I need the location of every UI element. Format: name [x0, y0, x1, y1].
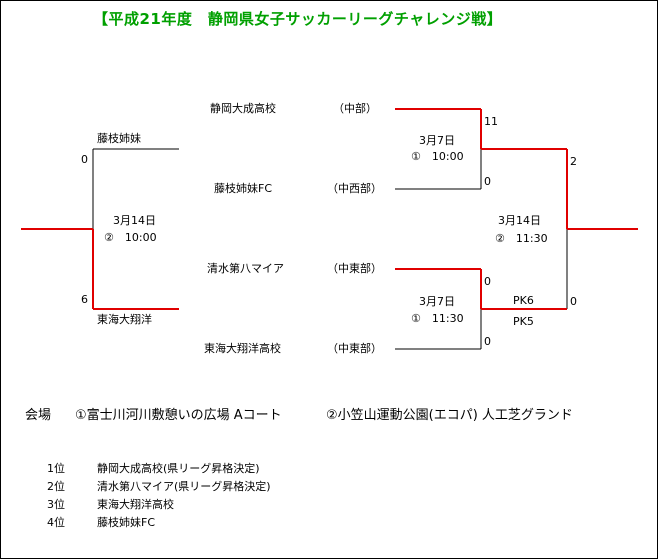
left-top-score: 0	[81, 153, 88, 166]
venue-label: 会場	[25, 408, 52, 423]
semi1-score-bottom: 0	[484, 175, 491, 188]
semi2-pk-top: PK6	[513, 294, 534, 307]
left-top-team: 藤枝姉妹	[97, 132, 141, 145]
left-match-date: 3月14日	[113, 214, 156, 227]
semi1-date: 3月7日	[419, 134, 455, 147]
semi1-score-top: 11	[484, 115, 498, 128]
rank-4-team: 藤枝姉妹FC	[97, 516, 156, 529]
team-region-fujieda-fc: （中西部）	[327, 182, 382, 195]
semi2-score-bottom: 0	[484, 335, 491, 348]
rank-1-label: 1位	[47, 462, 65, 475]
rank-1-team: 静岡大成高校(県リーグ昇格決定)	[97, 462, 260, 475]
page-title: 【平成21年度 静岡県女子サッカーリーグチャレンジ戦】	[93, 10, 503, 28]
team-region-shizuoka-seika: （中部）	[333, 102, 377, 115]
venue-2: ②小笠山運動公園(エコパ) 人工芝グランド	[326, 408, 573, 423]
team-name-fujieda-fc: 藤枝姉妹FC	[214, 182, 273, 195]
rank-2-label: 2位	[47, 480, 65, 493]
left-match-time: ② 10:00	[104, 231, 157, 244]
rank-3-label: 3位	[47, 498, 65, 511]
semi2-date: 3月7日	[419, 295, 455, 308]
semi2-score-top: 0	[484, 275, 491, 288]
team-region-tokai-shoyo: （中東部）	[327, 342, 382, 355]
semi2-time: ① 11:30	[411, 312, 464, 325]
team-name-shizuoka-seika: 静岡大成高校	[210, 102, 276, 115]
semi1-time: ① 10:00	[411, 150, 464, 163]
rank-4-label: 4位	[47, 516, 65, 529]
team-name-tokai-shoyo: 東海大翔洋高校	[204, 342, 281, 355]
rank-2-team: 清水第八マイア(県リーグ昇格決定)	[97, 480, 271, 493]
final-score-top: 2	[570, 155, 577, 168]
final-date: 3月14日	[498, 214, 541, 227]
rank-3-team: 東海大翔洋高校	[97, 498, 174, 511]
venue-1: ①富士川河川敷憩いの広場 Aコート	[75, 408, 282, 423]
final-time: ② 11:30	[495, 232, 548, 245]
left-bottom-team: 東海大翔洋	[97, 313, 152, 326]
semi2-pk-bottom: PK5	[513, 315, 534, 328]
team-region-shimizu-8: （中東部）	[327, 262, 382, 275]
final-score-bottom: 0	[570, 295, 577, 308]
team-name-shimizu-8: 清水第八マイア	[207, 262, 284, 275]
left-bottom-score: 6	[81, 293, 88, 306]
